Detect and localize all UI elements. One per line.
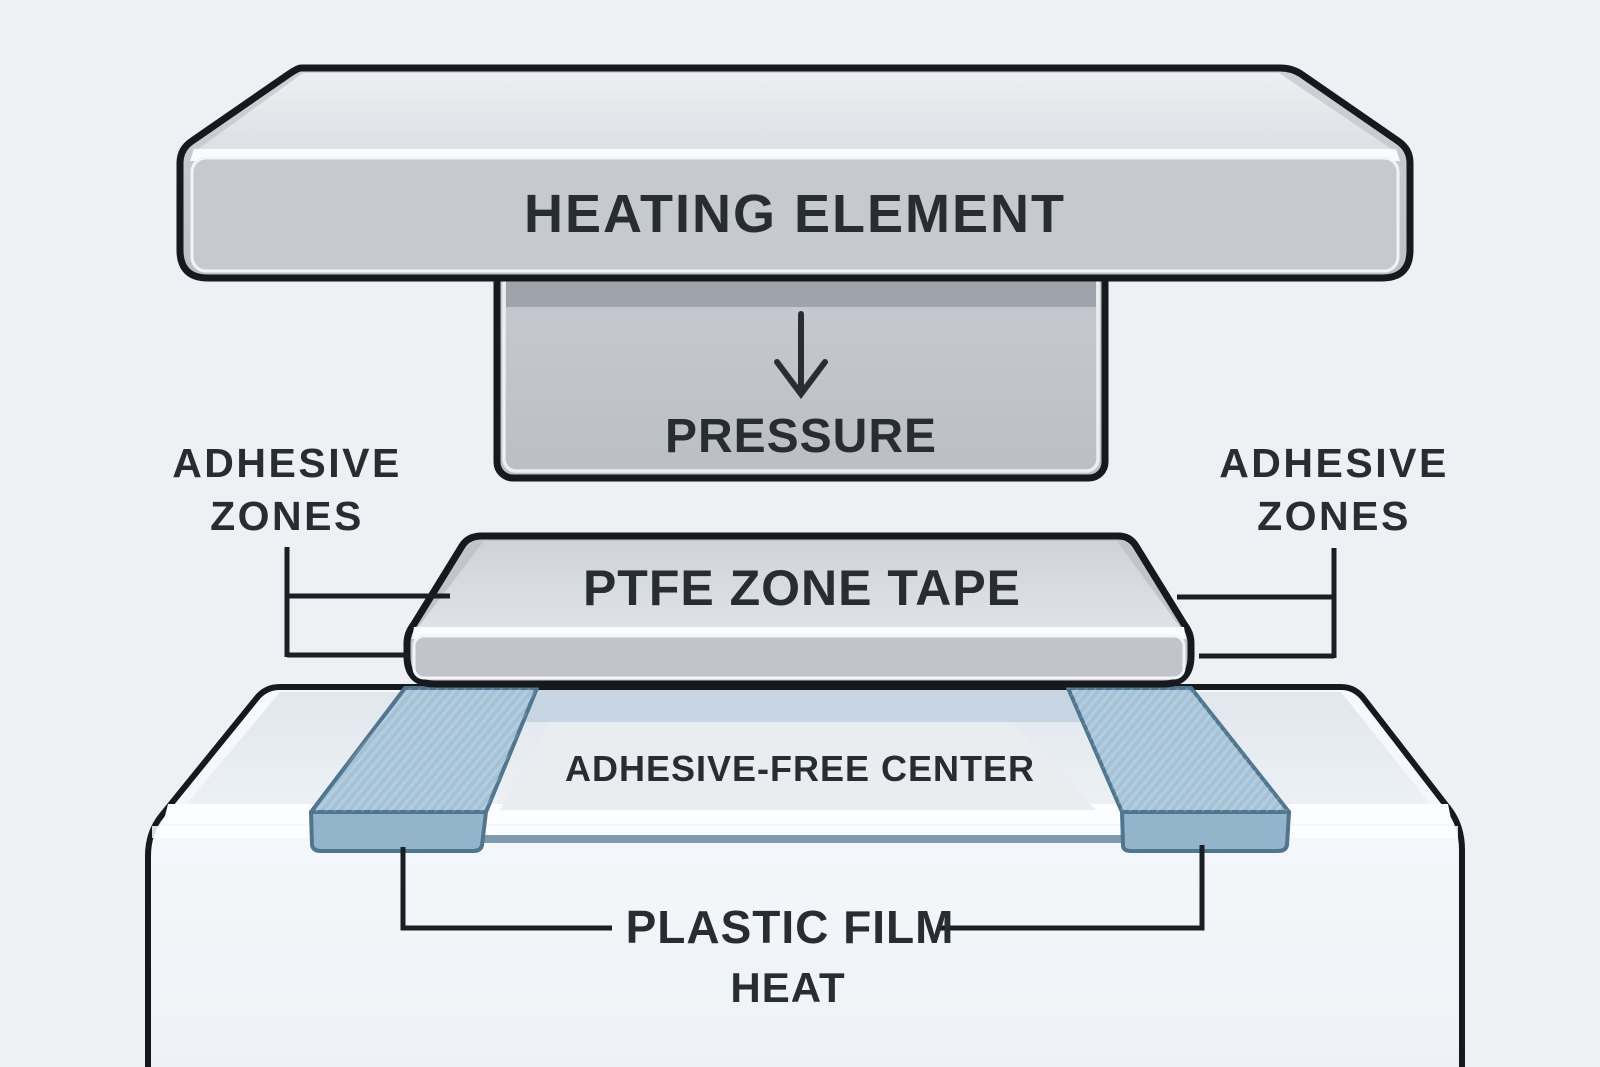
heating-element-front-face [190,156,1400,273]
adhesive-free-center-panel [500,722,1096,810]
adhesive-zones-right-label-line2: ZONES [1257,493,1411,539]
adhesive-zones-left-label-line2: ZONES [210,493,364,539]
adhesive-strip-left [309,686,539,853]
heating-element-shape [176,64,1414,282]
adhesive-strip-right-front [1120,810,1291,853]
pressure-label: PRESSURE [665,410,937,463]
pressure-arrow-head [774,359,828,399]
heating-element-top-face [194,73,1396,152]
leader-adhesive-right [1177,548,1337,659]
labels: ADHESIVE ZONES ADHESIVE ZONES PLASTIC FI… [172,440,1449,1011]
adhesive-strip-left-front [309,810,488,853]
adhesive-zones-right-label-line1: ADHESIVE [1219,440,1449,486]
adhesive-zones-left-label-line1: ADHESIVE [172,440,402,486]
plastic-film-label: PLASTIC FILM [626,901,955,953]
leader-plastic-film-left [400,847,612,931]
adhesive-strip-right [1066,686,1291,853]
ptfe-zone-tape-shape [403,532,1195,688]
heat-label: HEAT [730,964,845,1011]
heating-element-label: HEATING ELEMENT [524,184,1066,244]
ptfe-tape-top-face [416,541,1182,630]
ptfe-tape-front-face [412,634,1186,680]
leader-lines [284,547,1337,931]
leader-plastic-film-right [938,845,1205,931]
pressure-arrow [774,311,828,399]
leader-adhesive-left [284,547,450,658]
adhesive-strip-right-texture [1068,688,1289,812]
adhesive-free-center-label: ADHESIVE-FREE CENTER [565,748,1035,789]
adhesive-strip-left-texture [311,688,537,812]
ptfe-tape-outline-stroke [403,532,1195,688]
pressure-block-top-shadow [506,280,1096,307]
seal-line [478,835,1128,843]
adhesive-shadow-band [430,690,1130,722]
ptfe-zone-tape-label: PTFE ZONE TAPE [583,560,1021,616]
